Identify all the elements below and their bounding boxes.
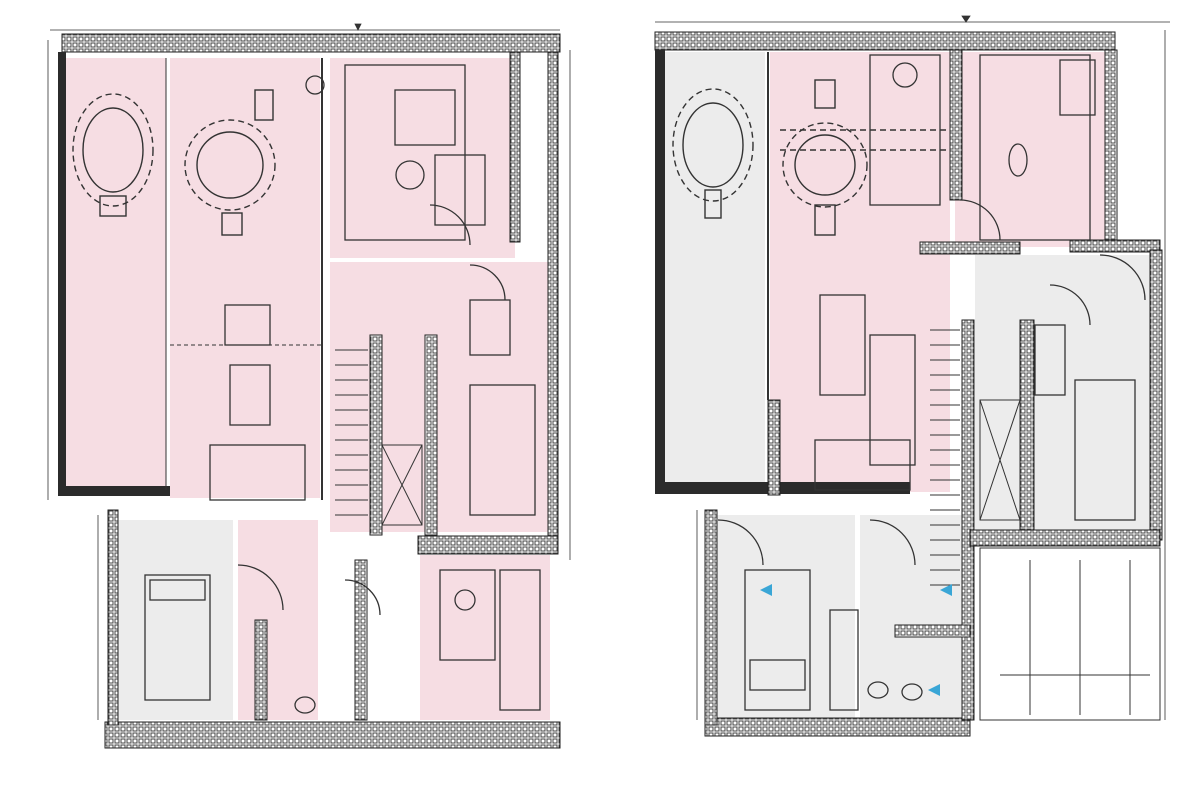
left-corridor-wall [354, 559, 368, 721]
right-sofa [814, 294, 916, 491]
right-bed [717, 519, 916, 711]
right-kitchen-fixtures [869, 54, 1146, 301]
left-kitchen-wall [509, 51, 521, 243]
right-left-wall [655, 50, 665, 490]
left-bedroom-wall [254, 619, 268, 721]
left-hall-furniture [469, 264, 536, 516]
right-hall-bottom-wall [969, 529, 1161, 547]
left-lower-left-wall [107, 509, 119, 726]
right-floor-plan [654, 15, 1170, 737]
right-mid-wall [655, 482, 910, 494]
left-mid-wall [58, 486, 170, 496]
left-bath [420, 555, 550, 720]
left-bathroom-fixtures [294, 569, 541, 714]
left-kitchen-fixtures [305, 64, 486, 246]
left-bedroom [118, 520, 233, 720]
left-dimension-lines [47, 23, 571, 720]
right-living-room [770, 52, 950, 492]
right-kitchen [955, 52, 1105, 247]
left-dining-room [66, 58, 166, 488]
left-stairs [335, 349, 423, 526]
right-bath-wall [894, 624, 971, 638]
left-stair-wall-1 [369, 334, 383, 536]
right-kitchen-right-wall [1104, 49, 1118, 246]
left-living-room [170, 58, 320, 498]
right-balcony [979, 547, 1161, 721]
right-round-table [780, 79, 950, 236]
right-stair-left-wall [767, 399, 781, 496]
left-stair-wall-2 [424, 334, 438, 536]
right-lower-left-wall [704, 509, 718, 726]
right-stair-wall [961, 319, 975, 721]
right-hall-furniture [1034, 284, 1136, 521]
right-bathroom-fixtures [867, 681, 923, 701]
right-dining-room [665, 52, 765, 482]
left-right-wall [547, 51, 559, 553]
left-floor-plan [47, 23, 571, 749]
left-left-wall [58, 52, 66, 492]
right-kitchen-bottom-wall [919, 241, 1021, 255]
right-stairs [930, 329, 1021, 586]
left-hall [330, 262, 550, 532]
left-dining-table [72, 93, 154, 217]
right-kitchen-bottom-wall-2 [1069, 239, 1161, 253]
left-round-table [184, 89, 276, 236]
right-top-wall [654, 31, 1116, 51]
left-top-wall [61, 33, 561, 53]
left-corridor [238, 520, 318, 720]
right-room-divider [1019, 319, 1035, 531]
left-bed [144, 564, 284, 701]
right-far-right-wall [1149, 249, 1163, 541]
right-kitchen-mid-wall [949, 49, 963, 201]
right-bottom-wall [704, 717, 971, 737]
left-bath-wall-top [417, 535, 559, 555]
right-bedroom [715, 515, 855, 720]
right-dining-table [672, 88, 754, 219]
right-accent-markers [760, 584, 952, 696]
left-sofa [209, 304, 306, 501]
left-bottom-wall [104, 721, 561, 749]
right-dimension-lines [655, 15, 1170, 720]
left-kitchen [330, 58, 515, 258]
right-corridor [860, 515, 965, 720]
